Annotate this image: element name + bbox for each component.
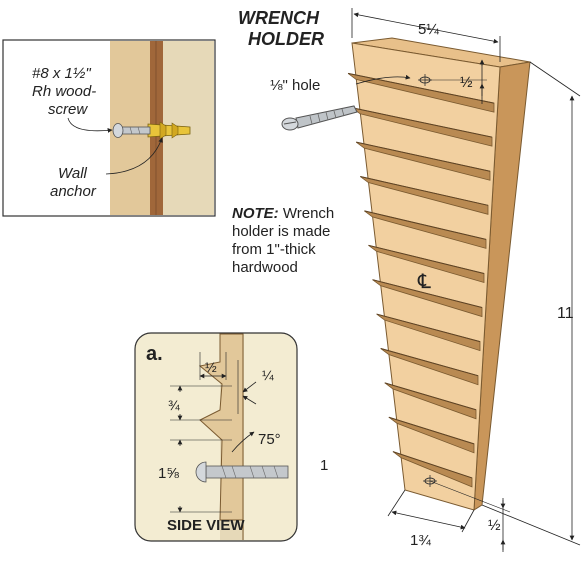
bottom-width-dimension [387,489,475,533]
wrench-slot-edge [376,313,481,343]
hole-offset-label: ½ [460,74,473,91]
note-line1: Wrench [279,205,335,222]
inset-screw-line1: #8 x 1½" [32,65,91,82]
inset-anchor-line2: anchor [50,183,97,200]
bottom-offset-label: ½ [488,517,501,534]
note-line3: from 1"-thick [232,241,316,258]
side-view-inset [134,332,298,542]
wrench-slots [347,72,495,488]
centerline-symbol: ℄ [417,271,431,293]
note-line4: hardwood [232,259,298,276]
wrench-slot-edge [368,244,485,274]
hole-offset-dimension [425,59,487,104]
inset-screw-line3: screw [48,101,88,118]
wrench-slot-edge [364,210,487,240]
wrench-slot-edge [392,451,473,479]
wrench-slot-edge [347,72,495,104]
side-view-dim-one-five-eighths: 1⅝ [158,465,179,482]
title-line2: HOLDER [248,29,324,49]
side-view-dim-quarter: ¼ [262,367,274,383]
stray-label: 1 [320,457,328,474]
wrench-holder-body [351,37,531,511]
screw-anchor-inset [2,39,216,217]
svg-text:NOTE: Wrench: NOTE: Wrench [232,205,334,222]
side-view-dim-three-quarter: ¾ [168,397,180,413]
wrench-slot-edge [352,107,493,138]
wrench-slot-edge [360,176,489,206]
top-width-label: 5¼ [418,21,439,38]
bottom-offset-dimension [429,480,511,552]
height-label: 11 [557,305,574,322]
height-dimension [481,61,581,546]
wrench-slot-edge [372,279,483,309]
note-prefix: NOTE: [232,205,279,222]
hole-label: ⅛" hole [270,77,320,94]
wrench-slot-edge [388,416,475,445]
side-view-badge: a. [146,343,163,365]
side-view-angle: 75° [258,431,281,448]
inset-anchor-line1: Wall [58,165,88,182]
inset-screw-line2: Rh wood- [32,83,96,100]
top-width-dimension [351,8,501,62]
bottom-width-label: 1¾ [410,532,431,549]
wrench-slot-edge [380,347,479,377]
side-view-title: SIDE VIEW [167,517,245,534]
note-line2: holder is made [232,223,330,240]
title-line1: WRENCH [238,8,320,28]
side-view-dim-half: ½ [205,359,217,375]
main-screw [281,105,358,131]
wrench-slot-edge [384,382,477,411]
wrench-slot-edge [356,141,491,172]
